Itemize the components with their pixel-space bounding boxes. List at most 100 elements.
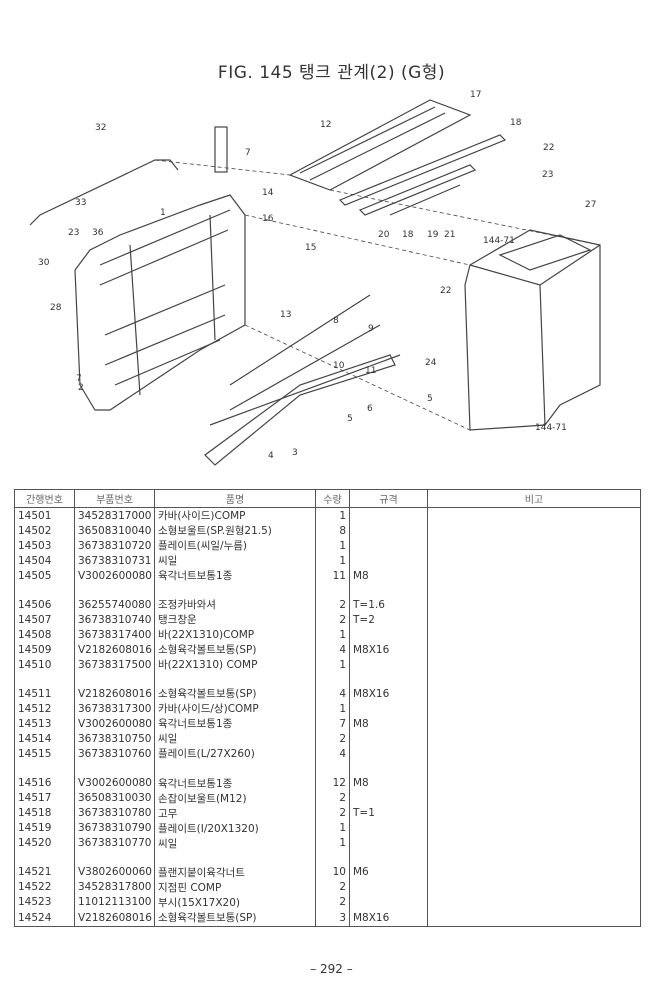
col-header-ref: 간행번호 [14, 489, 75, 508]
callout-label: 4 [268, 451, 274, 461]
table-header-row: 간행번호 부품번호 품명 수량 규격 비고 [14, 489, 641, 508]
ref-number: 14521 [14, 864, 75, 880]
remarks [427, 716, 641, 732]
spec [349, 761, 428, 776]
ref-number [14, 761, 75, 776]
ref-number [14, 583, 75, 598]
callout-label: 32 [95, 123, 106, 133]
part-number [74, 850, 155, 865]
spec [349, 820, 428, 836]
part-number: 36738310790 [74, 820, 155, 836]
part-name: 바(22X1310)COMP [154, 627, 316, 643]
callout-label: 10 [333, 361, 345, 371]
remarks [427, 583, 641, 598]
part-number [74, 761, 155, 776]
remarks [427, 820, 641, 836]
callout-label: 7 [245, 148, 251, 158]
remarks [427, 761, 641, 776]
spec [349, 507, 428, 523]
part-name: 씨일 [154, 731, 316, 747]
part-number [74, 672, 155, 687]
col-header-qty: 수량 [315, 489, 350, 508]
callout-label: 7 [76, 374, 82, 384]
col-header-name: 품명 [154, 489, 316, 508]
col-header-remarks: 비고 [427, 489, 641, 508]
part-name: 씨일 [154, 553, 316, 568]
quantity: 1 [315, 538, 350, 553]
callout-label: 2 [78, 383, 84, 393]
spec: T=1 [349, 805, 428, 821]
ref-number: 14503 [14, 538, 75, 553]
spec [349, 835, 428, 851]
rod-drawing [29, 159, 179, 226]
ref-number: 14506 [14, 597, 75, 613]
remarks [427, 850, 641, 865]
part-number: 36738310780 [74, 805, 155, 821]
ref-number: 14523 [14, 894, 75, 910]
quantity: 1 [315, 507, 350, 523]
ref-number: 14516 [14, 775, 75, 791]
top-cover-drawing [288, 99, 472, 191]
quantity [315, 850, 350, 865]
callout-label: 18 [510, 118, 522, 128]
callout-label: 14 [262, 188, 274, 198]
ref-number: 14501 [14, 507, 75, 523]
part-name: 소형육각볼트보통(SP) [154, 686, 316, 702]
ref-number: 14513 [14, 716, 75, 732]
callout-label: 36 [92, 228, 104, 238]
callout-label: 17 [470, 90, 481, 100]
ref-number: 14515 [14, 746, 75, 762]
part-number: 11012113100 [74, 894, 155, 910]
ref-number: 14502 [14, 523, 75, 538]
remarks [427, 553, 641, 568]
callout-label: 144-71 [535, 423, 567, 433]
callout-label: 13 [280, 310, 291, 320]
ref-number: 14514 [14, 731, 75, 747]
remarks [427, 731, 641, 747]
page-number: – 292 – [310, 962, 353, 976]
quantity [315, 672, 350, 687]
part-number: 36255740080 [74, 597, 155, 613]
callout-label: 15 [305, 243, 316, 253]
quantity: 2 [315, 612, 350, 628]
callout-label: 22 [543, 143, 554, 153]
quantity: 2 [315, 790, 350, 806]
quantity: 2 [315, 597, 350, 613]
callout-label: 9 [368, 324, 374, 334]
spec: M8X16 [349, 909, 428, 927]
quantity: 12 [315, 775, 350, 791]
remarks [427, 642, 641, 658]
part-number: V3802600060 [74, 864, 155, 880]
spec: M6 [349, 864, 428, 880]
spec [349, 538, 428, 553]
quantity: 7 [315, 716, 350, 732]
part-name: 씨일 [154, 835, 316, 851]
part-number: 36508310030 [74, 790, 155, 806]
quantity: 2 [315, 805, 350, 821]
part-name: 육각너트보통1종 [154, 568, 316, 583]
part-name: 조정카바와셔 [154, 597, 316, 613]
spec [349, 701, 428, 717]
part-name: 손잡이보울트(M12) [154, 790, 316, 806]
spec: M8X16 [349, 642, 428, 658]
part-name: 육각너트보통1종 [154, 775, 316, 791]
part-number: 36738310731 [74, 553, 155, 568]
part-number: 34528317800 [74, 879, 155, 895]
part-name: 바(22X1310) COMP [154, 657, 316, 673]
spec: M8 [349, 716, 428, 732]
quantity [315, 583, 350, 598]
part-name: 부시(15X17X20) [154, 894, 316, 910]
remarks [427, 657, 641, 673]
part-name: 플레이트(L/27X260) [154, 746, 316, 762]
ref-number: 14510 [14, 657, 75, 673]
part-number: 36738310760 [74, 746, 155, 762]
remarks [427, 775, 641, 791]
